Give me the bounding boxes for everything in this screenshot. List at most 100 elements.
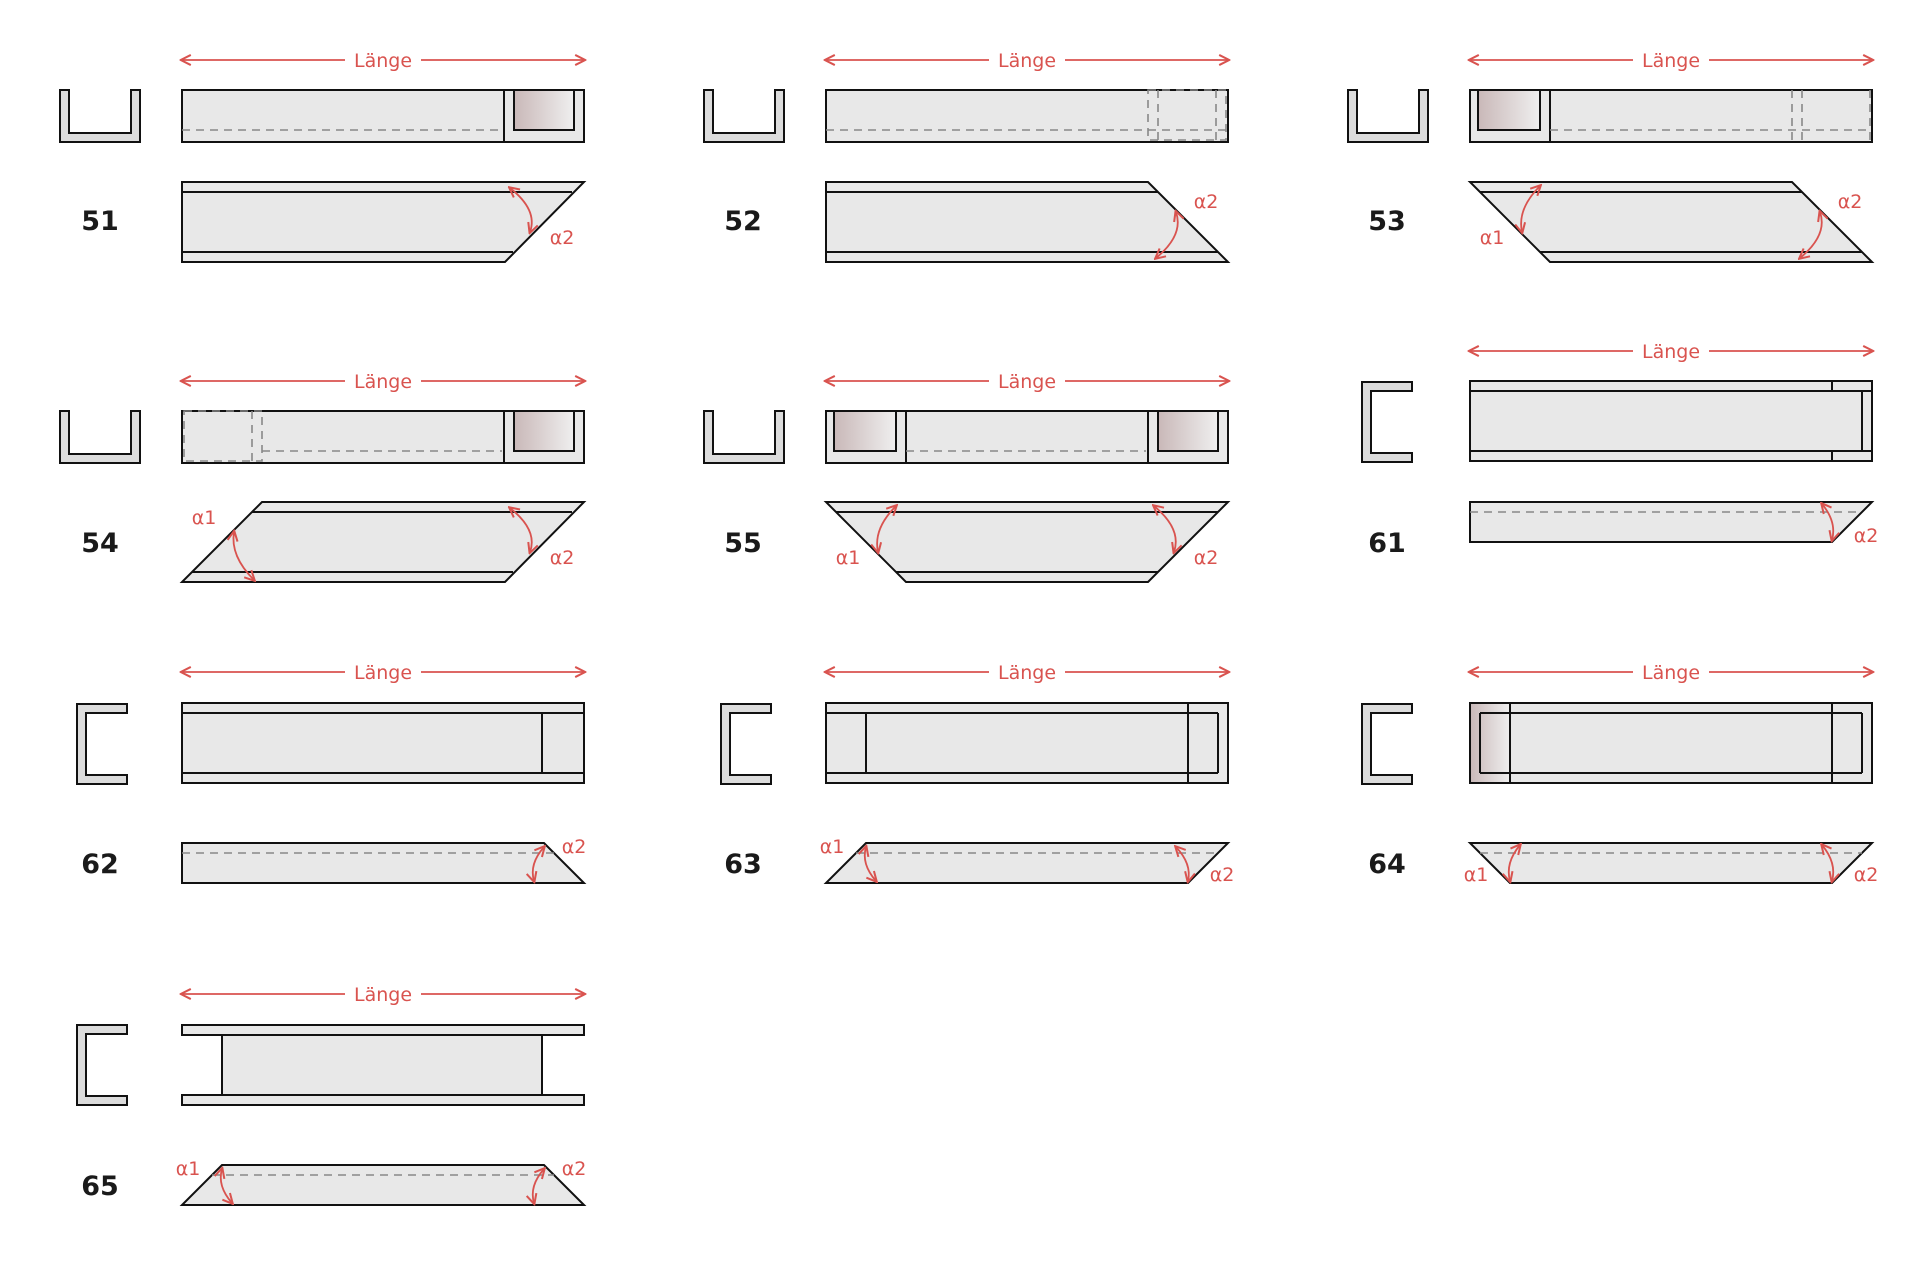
length-label: Länge xyxy=(1642,341,1700,363)
angle-arc-a2 xyxy=(533,847,544,881)
top-view-bar xyxy=(1469,380,1873,462)
length-label: Länge xyxy=(354,50,412,72)
hidden-start xyxy=(183,410,263,462)
item-54: Länge α1 α2 54 xyxy=(59,371,587,583)
flange-top xyxy=(181,702,585,714)
u-profile-icon xyxy=(703,410,785,464)
end-shade xyxy=(1157,410,1219,452)
angle-a1-label: α1 xyxy=(192,507,217,529)
item-number: 54 xyxy=(81,528,119,559)
end-shade xyxy=(513,410,575,452)
side-view-bar xyxy=(179,1164,587,1206)
side-view-bar xyxy=(1467,181,1875,263)
top-view-bar xyxy=(825,89,1229,143)
angle-arc-a1 xyxy=(221,1169,232,1203)
item-53: Länge α1 α2 53 xyxy=(1347,50,1875,263)
angle-arc-a1 xyxy=(865,847,876,881)
angle-arc-a2 xyxy=(1156,212,1178,258)
c-profile-icon xyxy=(1361,381,1413,463)
item-51: Länge α2 51 xyxy=(59,50,587,263)
length-label: Länge xyxy=(354,371,412,393)
side-view-bar xyxy=(1467,842,1875,884)
end-shade xyxy=(513,89,575,131)
angle-a2-label: α2 xyxy=(1854,525,1879,547)
c-profile-icon xyxy=(76,1024,128,1106)
item-number: 65 xyxy=(81,1171,119,1202)
angle-a2-label: α2 xyxy=(1194,547,1219,569)
start-shade xyxy=(1469,702,1511,784)
u-profile-icon xyxy=(703,89,785,143)
web-panel xyxy=(221,1034,543,1096)
item-number: 61 xyxy=(1368,528,1406,559)
angle-a2-label: α2 xyxy=(562,836,587,858)
c-profile-icon xyxy=(720,703,772,785)
angle-arc-a1 xyxy=(877,506,896,552)
angle-a2-label: α2 xyxy=(1194,191,1219,213)
top-view-bar xyxy=(825,702,1229,784)
top-view-bar xyxy=(1469,702,1873,784)
item-number: 53 xyxy=(1368,206,1406,237)
u-profile-icon xyxy=(59,89,141,143)
length-label: Länge xyxy=(1642,50,1700,72)
item-number: 64 xyxy=(1368,849,1406,880)
angle-arc-a2 xyxy=(1176,847,1189,881)
side-view-bar xyxy=(825,181,1231,263)
top-view-bar xyxy=(181,702,585,784)
start-shade xyxy=(833,410,897,452)
item-number: 62 xyxy=(81,849,119,880)
side-view-bar xyxy=(181,842,587,884)
flange-bottom xyxy=(181,1094,585,1106)
angle-a2-label: α2 xyxy=(550,227,575,249)
angle-a1-label: α1 xyxy=(1464,864,1489,886)
angle-a1-label: α1 xyxy=(836,547,861,569)
angle-arc-a2 xyxy=(510,508,532,552)
angle-a1-label: α1 xyxy=(1480,227,1505,249)
angle-a1-label: α1 xyxy=(820,836,845,858)
length-label: Länge xyxy=(998,662,1056,684)
item-number: 52 xyxy=(724,206,762,237)
start-shade xyxy=(1477,89,1541,131)
flange-bottom xyxy=(181,772,585,784)
u-profile-icon xyxy=(1347,89,1429,143)
length-label: Länge xyxy=(998,371,1056,393)
angle-arc-a2 xyxy=(533,1169,544,1203)
item-number: 55 xyxy=(724,528,762,559)
hidden-end xyxy=(1147,89,1227,141)
c-profile-icon xyxy=(1361,703,1413,785)
u-profile-icon xyxy=(59,410,141,464)
c-profile-icon xyxy=(76,703,128,785)
flange-top xyxy=(181,1024,585,1036)
angle-a2-label: α2 xyxy=(1838,191,1863,213)
item-62: Länge α2 62 xyxy=(76,662,587,884)
angle-arc-a1 xyxy=(1521,186,1540,232)
angle-arc-a2 xyxy=(1822,845,1833,881)
angle-arc-a1 xyxy=(233,532,254,580)
item-number: 51 xyxy=(81,206,119,237)
side-view-bar xyxy=(181,181,587,263)
angle-arc-a2 xyxy=(1822,504,1833,540)
item-64: Länge α1 α2 64 xyxy=(1361,662,1879,886)
item-52: Länge α2 52 xyxy=(703,50,1231,263)
angle-a1-label: α1 xyxy=(176,1158,201,1180)
angle-arc-a2 xyxy=(1154,506,1176,552)
angle-arc-a1 xyxy=(1509,845,1520,881)
length-label: Länge xyxy=(354,662,412,684)
angle-arc-a2 xyxy=(1800,212,1822,258)
length-label: Länge xyxy=(1642,662,1700,684)
side-view-bar xyxy=(1469,501,1875,543)
length-label: Länge xyxy=(354,984,412,1006)
item-number: 63 xyxy=(724,849,762,880)
side-view-bar xyxy=(823,501,1231,583)
angle-a2-label: α2 xyxy=(1854,864,1879,886)
length-label: Länge xyxy=(998,50,1056,72)
item-61: Länge α2 61 xyxy=(1361,341,1879,559)
angle-arc-a2 xyxy=(510,188,532,232)
item-65: Länge α1 α2 65 xyxy=(76,984,587,1206)
angle-a2-label: α2 xyxy=(550,547,575,569)
angle-a2-label: α2 xyxy=(562,1158,587,1180)
item-55: Länge α1 α2 55 xyxy=(703,371,1231,583)
side-view-bar xyxy=(823,842,1231,884)
side-view-bar xyxy=(179,501,587,583)
